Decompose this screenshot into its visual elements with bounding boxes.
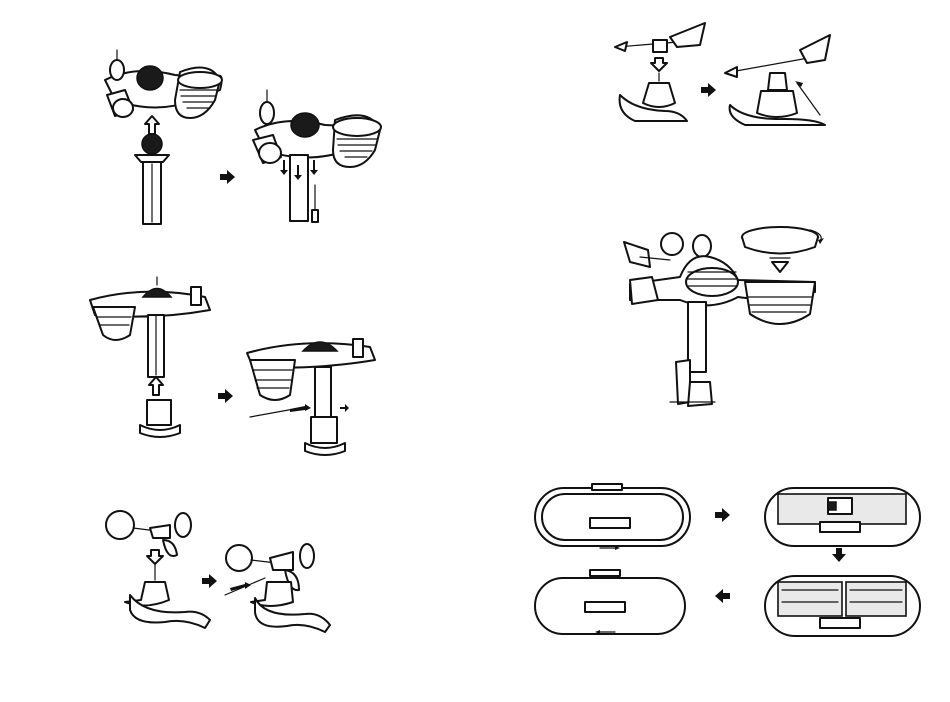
sensor-head-onto-pole-icon (95, 40, 385, 230)
rain-funnel-icon (620, 222, 830, 412)
vane-before (615, 23, 705, 121)
wind-cups-icon (105, 510, 335, 635)
pole-before (135, 134, 169, 224)
battery-compartment-icon (530, 480, 920, 640)
wind-vane-icon (615, 15, 840, 125)
step-arrow-icon (832, 548, 846, 562)
pole-onto-bracket-icon (85, 275, 385, 445)
vane-after (725, 35, 830, 125)
step-arrow-icon (202, 574, 217, 588)
step-arrow-icon (715, 589, 730, 603)
cups-before (106, 511, 210, 628)
sensor-head-after (253, 90, 381, 222)
step-arrow-icon (701, 83, 716, 97)
funnel-lid (742, 227, 824, 272)
station-body (624, 233, 815, 406)
step-attach-wind-cups (105, 510, 335, 635)
compartment-open-top (765, 488, 920, 546)
step-attach-wind-vane (615, 15, 840, 125)
step-mount-sensor-head (95, 40, 385, 230)
step-insert-batteries (530, 480, 920, 640)
compartment-closed-top (535, 484, 690, 550)
compartment-closed-bottom (535, 570, 685, 634)
step-attach-rain-funnel (620, 222, 830, 412)
assembly-after (247, 339, 375, 455)
step-mount-pole-on-bracket (85, 275, 385, 445)
assembly-before (90, 277, 210, 377)
step-arrow-icon (715, 508, 730, 522)
sensor-head-before (105, 50, 222, 118)
step-arrow-icon (218, 389, 233, 403)
cups-after (225, 544, 330, 632)
step-arrow-icon (220, 170, 235, 184)
bracket (140, 400, 180, 437)
compartment-open-bottom (765, 576, 920, 636)
